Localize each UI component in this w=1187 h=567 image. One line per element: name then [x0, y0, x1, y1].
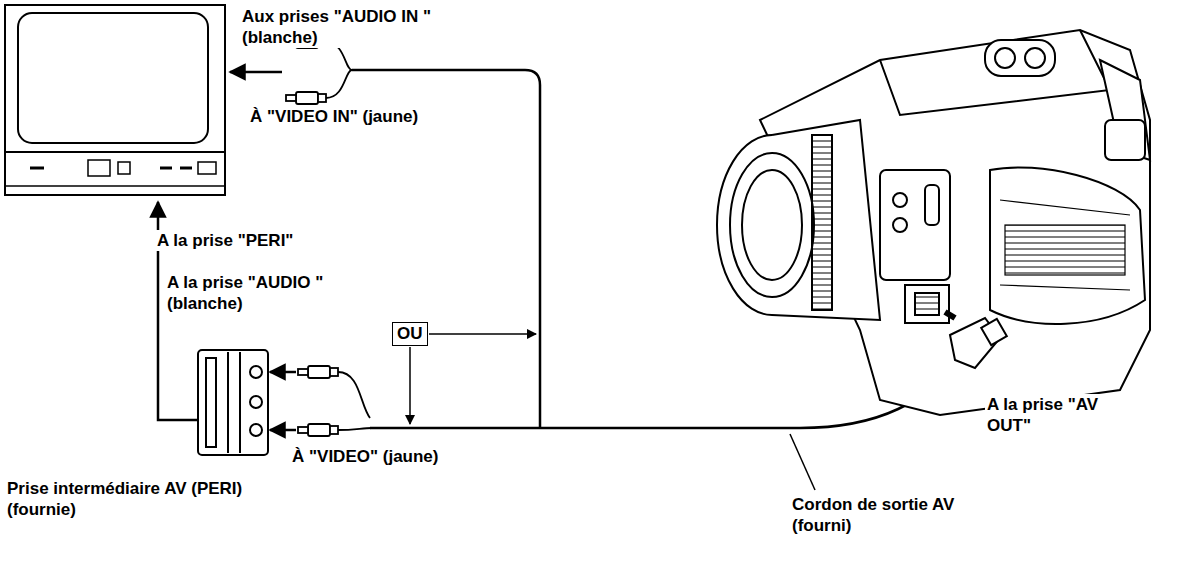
callout-label: A la prise "PERI": [155, 230, 379, 251]
callout-label: Cordon de sortie AV (fourni): [790, 494, 1004, 536]
camcorder: [717, 30, 1150, 415]
leader-arrow: [409, 347, 411, 424]
callout-label: A la prise "AV OUT": [985, 394, 1119, 436]
callout-label: À "VIDEO IN" (jaune): [248, 106, 482, 127]
plug-arrow: [945, 312, 955, 318]
callout-label: Aux prises "AUDIO IN " (blanche): [240, 6, 474, 48]
box-text: OU: [397, 324, 427, 344]
peri-adapter: [198, 350, 268, 455]
callout-label: Prise intermédiaire AV (PERI) (fournie): [5, 478, 294, 520]
or-box: OU: [392, 322, 428, 346]
connection-arrow: [270, 429, 296, 432]
callout-label: À "VIDEO" (jaune): [290, 446, 524, 467]
callout-label: A la prise "AUDIO " (blanche): [165, 272, 344, 314]
leader-arrow: [429, 333, 536, 335]
television: [5, 5, 225, 195]
leader-line: [790, 434, 815, 490]
connection-arrow: [230, 71, 282, 74]
av-cable: [370, 360, 955, 428]
rca-plugs: [298, 366, 372, 436]
connection-arrow: [270, 371, 296, 374]
